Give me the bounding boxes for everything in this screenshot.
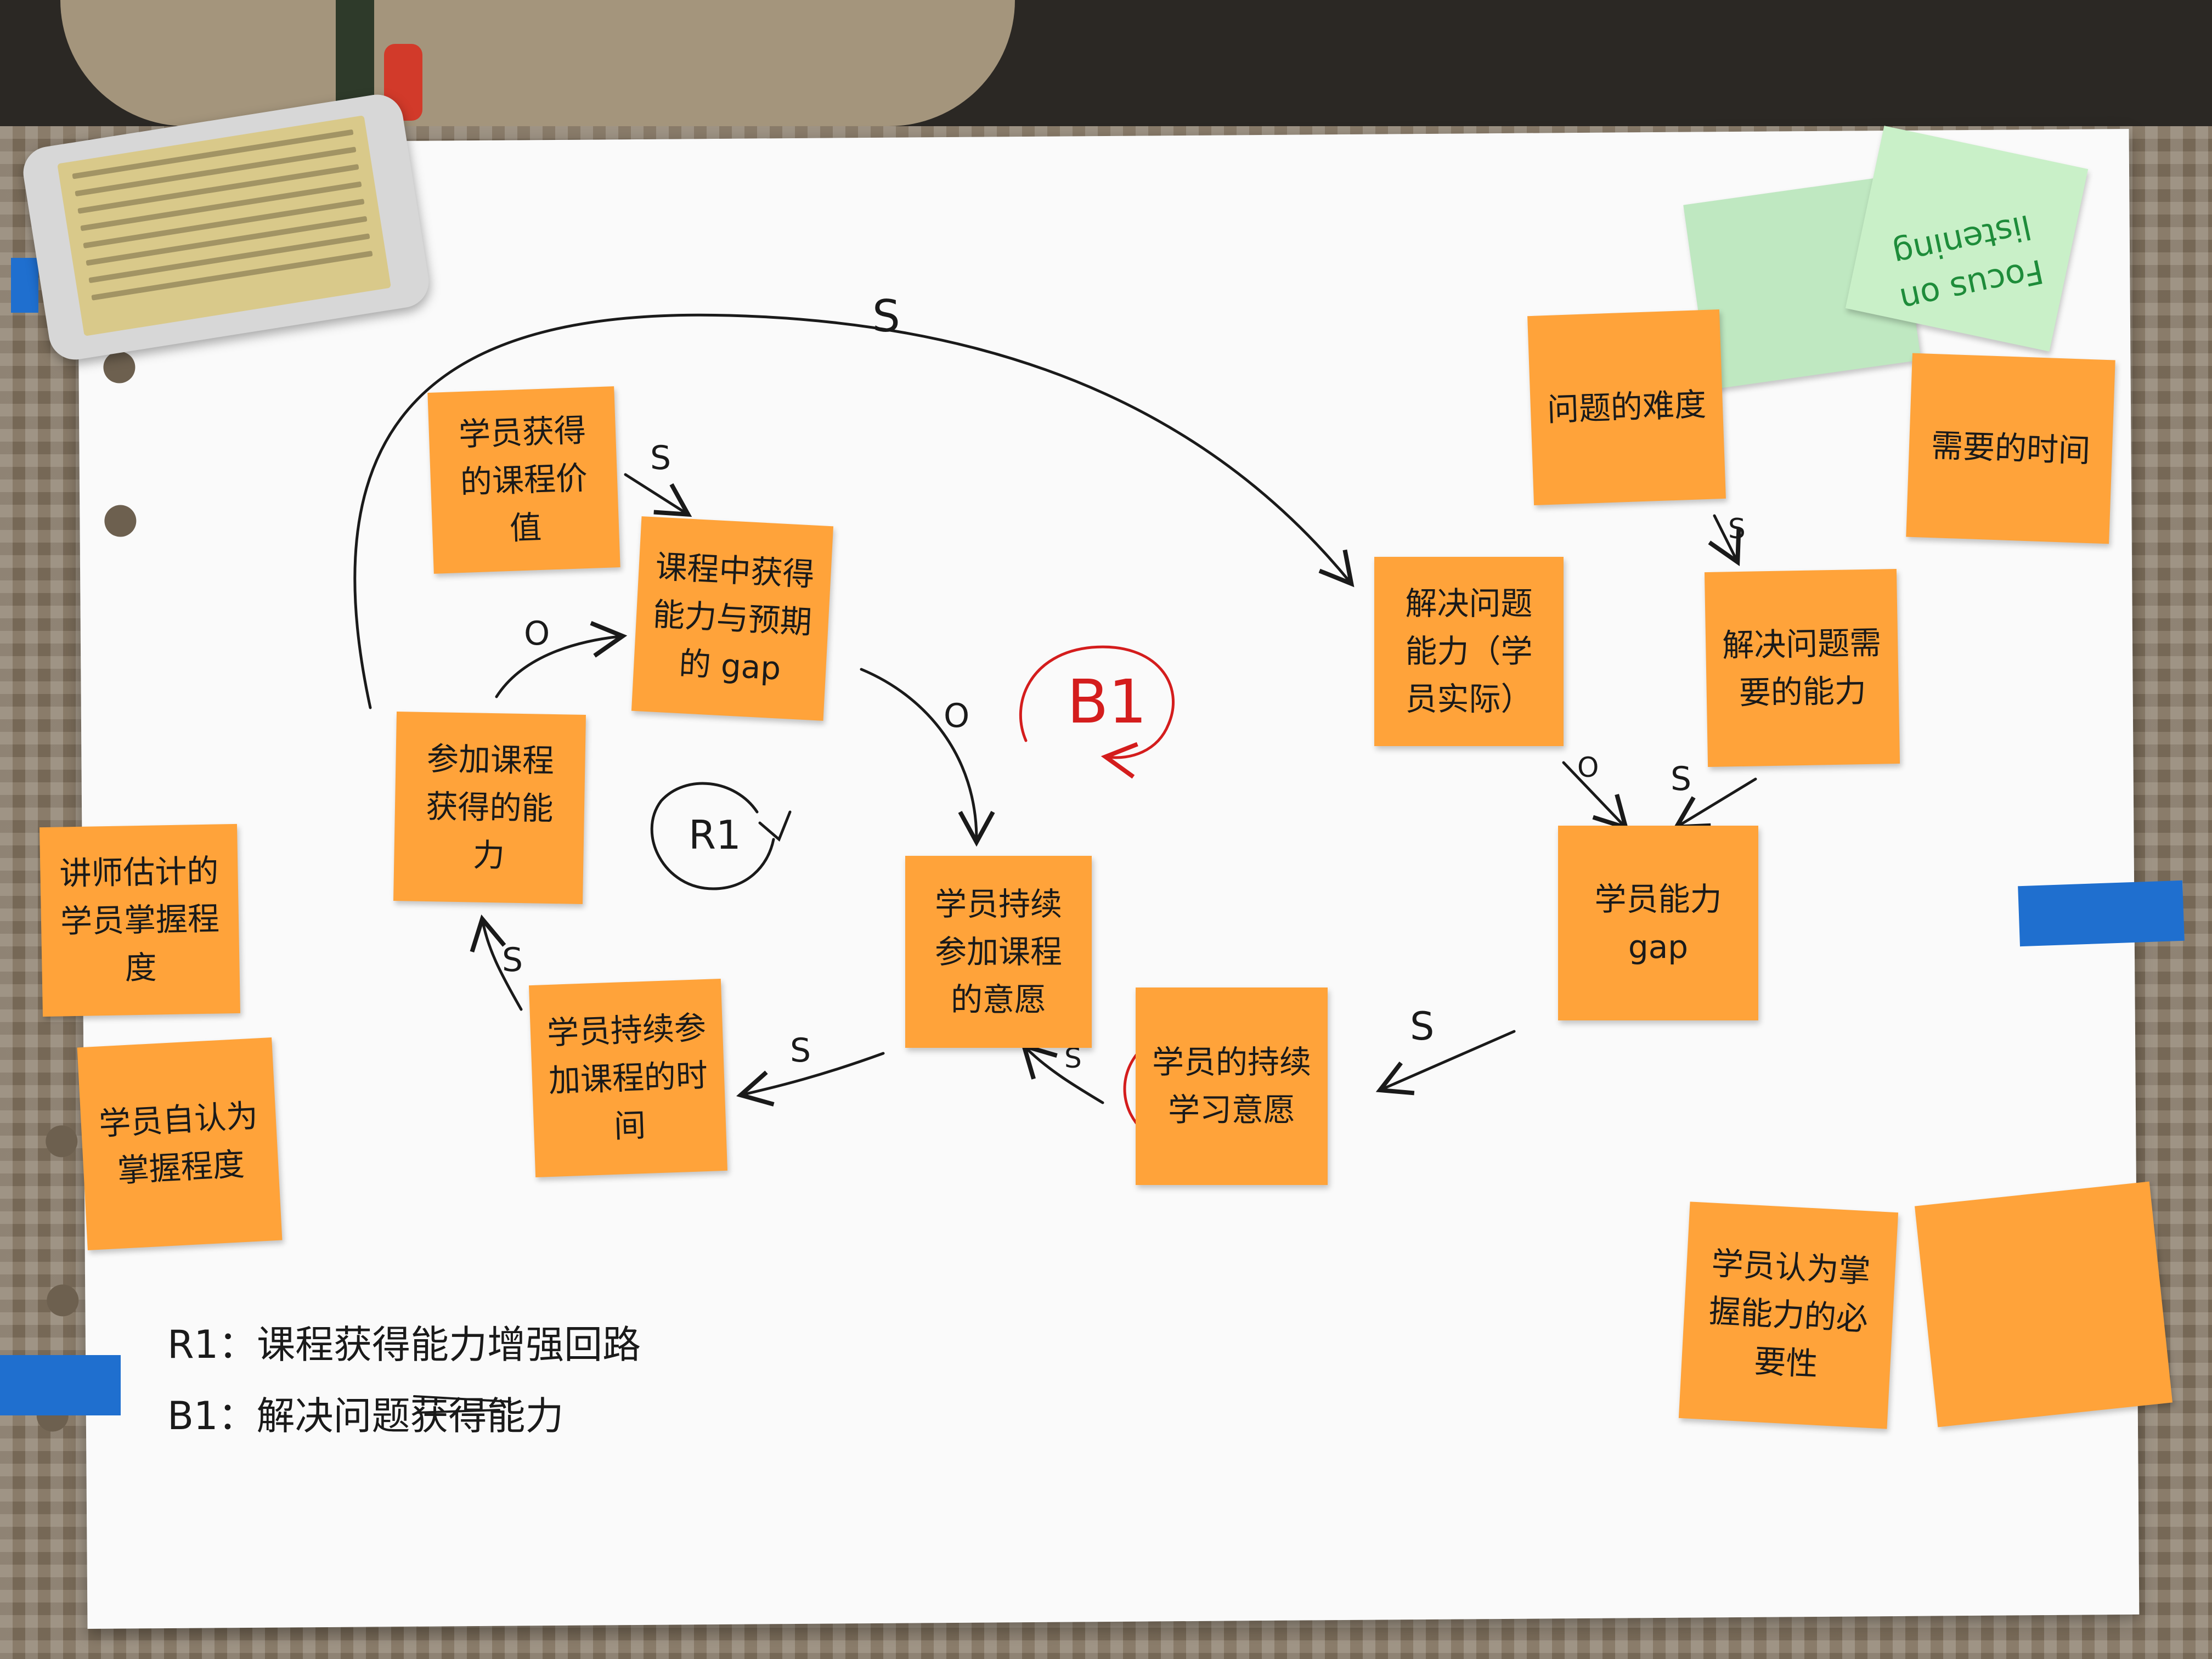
link-polarity: O xyxy=(524,614,550,653)
link-polarity: S xyxy=(1410,1004,1435,1049)
arrow-6-4 xyxy=(1020,1042,1104,1104)
blue-tape xyxy=(0,1355,121,1415)
person-lap xyxy=(60,0,1015,126)
sticky-note: 学员能力 gap xyxy=(1558,826,1758,1020)
legend-strike xyxy=(413,1395,511,1414)
link-polarity: S xyxy=(790,1031,811,1070)
link-polarity: S xyxy=(1671,760,1692,798)
arrow-2-4 xyxy=(860,668,995,847)
sticky-note: 解决问题需要的能力 xyxy=(1704,568,1900,768)
sticky-note: 学员认为掌握能力的必要性 xyxy=(1678,1201,1899,1429)
sticky-note: 学员持续参加课程的时间 xyxy=(528,978,728,1178)
loop-label-b1: B1 xyxy=(1067,667,1147,737)
sticky-note: 课程中获得能力与预期的 gap xyxy=(631,516,834,721)
link-polarity: O xyxy=(944,697,970,735)
link-polarity: S xyxy=(502,941,523,979)
arrow-5-3 xyxy=(470,914,523,1011)
arrow-12-13 xyxy=(1672,777,1757,830)
sticky-note: 需要的时间 xyxy=(1906,353,2115,544)
link-polarity: O xyxy=(1577,752,1599,783)
sticky-note-blank xyxy=(1915,1181,2172,1427)
link-polarity: S xyxy=(872,291,900,342)
arrow-13-6 xyxy=(1375,1030,1516,1096)
sticky-note: 学员的持续学习意愿 xyxy=(1136,988,1328,1185)
arrow-1-2 xyxy=(624,473,692,517)
sticky-note: 讲师估计的学员掌握程度 xyxy=(40,823,240,1017)
sticky-note: 参加课程获得的能力 xyxy=(393,712,586,904)
blue-tape xyxy=(11,258,38,313)
link-polarity: S xyxy=(1728,513,1746,545)
sticky-note: 学员自认为掌握程度 xyxy=(77,1037,283,1251)
link-polarity: S xyxy=(650,439,672,477)
arrow-11-13 xyxy=(1562,761,1629,831)
sticky-note: 问题的难度 xyxy=(1527,309,1726,506)
sticky-note: 学员持续参加课程的意愿 xyxy=(905,856,1092,1048)
sticky-note: 解决问题能力（学员实际） xyxy=(1374,557,1564,746)
sticky-note: 学员获得的课程价值 xyxy=(427,386,620,574)
loop-b1 xyxy=(1019,645,1175,779)
loop-r1-tip xyxy=(758,810,792,842)
arrow-9-12 xyxy=(1708,514,1741,566)
arrow-4-5 xyxy=(736,1052,885,1107)
legend-r1: R1：课程获得能力增强回路 xyxy=(167,1322,641,1367)
arrow-top-loop xyxy=(353,313,1355,709)
loop-r1 xyxy=(650,782,775,890)
legend-b1: B1：解决问题获得能力 xyxy=(167,1393,564,1438)
arrow-3-2 xyxy=(495,621,628,698)
loop-label-r1: R1 xyxy=(689,812,741,858)
